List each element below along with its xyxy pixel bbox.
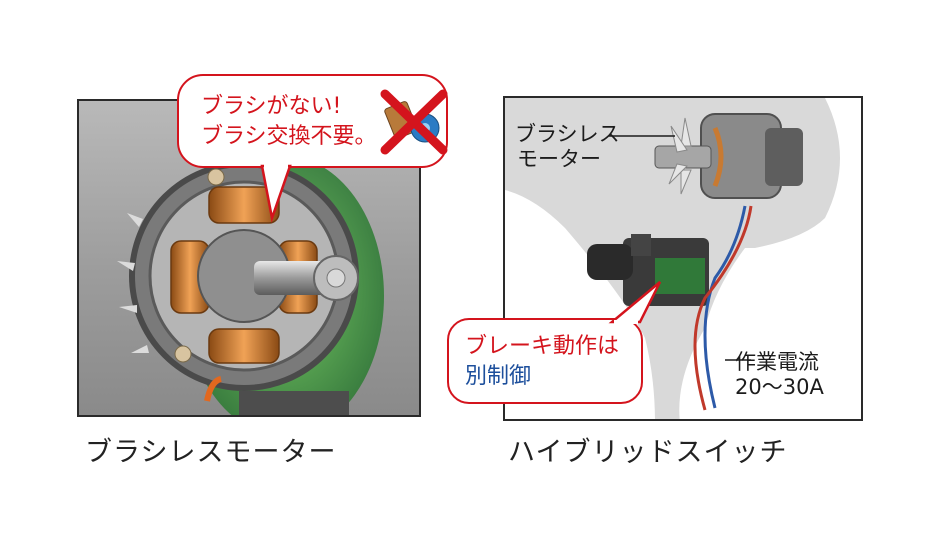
motor-label: ブラシレス モーター: [515, 122, 620, 172]
no-brush-callout-line2: ブラシ交換不要。: [201, 124, 377, 149]
brushless-motor-caption: ブラシレスモーター: [85, 437, 337, 468]
brushless-motor-illustration: [117, 156, 384, 415]
no-brush-callout: ブラシがない! ブラシ交換不要。: [177, 74, 448, 168]
motor-label-line2: モーター: [517, 147, 601, 171]
current-label: 作業電流 20〜30A: [735, 350, 824, 400]
brake-control-callout: ブレーキ動作は 別制御: [447, 318, 643, 404]
no-brush-icon: [380, 89, 448, 155]
hybrid-switch-illustration: [505, 98, 840, 419]
no-brush-callout-line1: ブラシがない!: [201, 94, 342, 119]
hybrid-switch-caption: ハイブリッドスイッチ: [508, 437, 788, 468]
switch-body: [587, 234, 709, 306]
brake-callout-line1: ブレーキ動作は: [465, 334, 620, 359]
current-label-line1: 作業電流: [735, 350, 819, 374]
motor-assembly: [654, 113, 803, 199]
blue-wire: [703, 205, 747, 409]
motor-label-line1: ブラシレス: [515, 122, 620, 146]
red-wire: [693, 205, 753, 411]
brake-callout-line2: 別制御: [465, 364, 532, 389]
current-label-line2: 20〜30A: [735, 375, 824, 399]
